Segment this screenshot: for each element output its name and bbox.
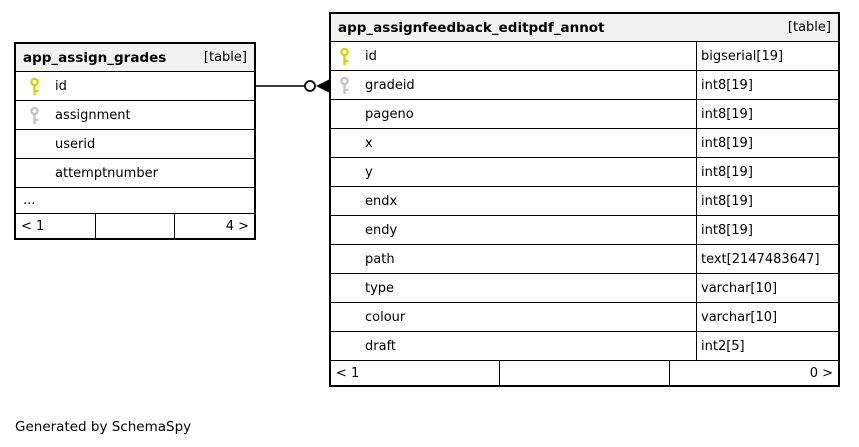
table-tag: [table] — [203, 50, 247, 65]
column-name: userid — [55, 136, 96, 152]
column-row: attemptnumber — [16, 159, 254, 188]
truncated-columns-indicator: ... — [16, 188, 254, 214]
column-type: int8[19] — [696, 216, 838, 244]
column-type: int8[19] — [696, 187, 838, 215]
column-name-cell: draft — [331, 332, 696, 360]
column-row: path text[2147483647] — [331, 245, 838, 274]
column-name-cell: pageno — [331, 100, 696, 128]
column-row: gradeid int8[19] — [331, 71, 838, 100]
generated-by-text: Generated by SchemaSpy — [15, 419, 192, 435]
table-node-app_assign_grades: app_assign_grades [table] id assignment us… — [14, 42, 256, 240]
table-name[interactable]: app_assignfeedback_editpdf_annot — [338, 19, 605, 36]
column-name: gradeid — [365, 77, 415, 93]
footer-middle-cell — [94, 214, 175, 238]
column-row: userid — [16, 130, 254, 159]
column-row: endy int8[19] — [331, 216, 838, 245]
primary-key-icon — [331, 47, 365, 66]
table-header: app_assignfeedback_editpdf_annot [table] — [331, 14, 838, 42]
column-name-cell: endy — [331, 216, 696, 244]
footer-middle-cell — [499, 361, 668, 385]
table-name[interactable]: app_assign_grades — [23, 49, 167, 66]
column-row: id — [16, 72, 254, 101]
column-type: varchar[10] — [696, 303, 838, 331]
column-name: endy — [365, 222, 398, 238]
footer-right-count: 0 > — [668, 361, 838, 385]
column-type: int8[19] — [696, 129, 838, 157]
column-name-cell: colour — [331, 303, 696, 331]
column-name-cell: attemptnumber — [16, 159, 254, 187]
column-type: varchar[10] — [696, 274, 838, 302]
column-name: pageno — [365, 106, 414, 122]
column-name: assignment — [55, 107, 131, 123]
column-row: assignment — [16, 101, 254, 130]
table-tag: [table] — [787, 20, 831, 35]
table-node-app_assignfeedback_editpdf_annot: app_assignfeedback_editpdf_annot [table]… — [329, 12, 840, 387]
column-type: text[2147483647] — [696, 245, 838, 273]
column-name: x — [365, 135, 373, 151]
column-name: draft — [365, 338, 397, 354]
column-name: id — [55, 78, 67, 94]
column-type: int8[19] — [696, 100, 838, 128]
column-type: int8[19] — [696, 71, 838, 99]
column-rows: id bigserial[19] gradeid int8[19] pageno int8… — [331, 42, 838, 361]
primary-key-icon — [16, 77, 55, 96]
footer-left-count: < 1 — [21, 218, 45, 234]
column-name-cell: y — [331, 158, 696, 186]
column-name: colour — [365, 309, 406, 325]
table-footer: < 1 0 > — [331, 361, 838, 385]
column-name: endx — [365, 193, 398, 209]
column-row: pageno int8[19] — [331, 100, 838, 129]
column-name-cell: userid — [16, 130, 254, 158]
column-name-cell: type — [331, 274, 696, 302]
column-row: y int8[19] — [331, 158, 838, 187]
column-name-cell: assignment — [16, 101, 254, 129]
column-name-cell: gradeid — [331, 71, 696, 99]
table-footer: < 1 4 > — [16, 214, 254, 238]
column-row: colour varchar[10] — [331, 303, 838, 332]
foreign-key-icon — [331, 76, 365, 95]
foreign-key-icon — [16, 106, 55, 125]
footer-left-count: < 1 — [336, 365, 360, 381]
column-type: int8[19] — [696, 158, 838, 186]
column-name-cell: id — [16, 72, 254, 100]
column-name-cell: id — [331, 42, 696, 70]
column-row: x int8[19] — [331, 129, 838, 158]
column-row: draft int2[5] — [331, 332, 838, 361]
column-type: bigserial[19] — [696, 42, 838, 70]
column-name-cell: endx — [331, 187, 696, 215]
column-row: type varchar[10] — [331, 274, 838, 303]
column-row: id bigserial[19] — [331, 42, 838, 71]
column-name-cell: path — [331, 245, 696, 273]
column-type: int2[5] — [696, 332, 838, 360]
relationship-arrowhead — [316, 79, 329, 93]
column-name-cell: x — [331, 129, 696, 157]
column-name: y — [365, 164, 373, 180]
column-name: attemptnumber — [55, 165, 158, 181]
footer-right-count: 4 > — [174, 214, 254, 238]
relationship-circle-end — [304, 80, 316, 92]
column-rows: id assignment userid attemptnumber... — [16, 72, 254, 214]
column-name: path — [365, 251, 395, 267]
column-name: type — [365, 280, 395, 296]
column-name: id — [365, 48, 377, 64]
column-row: endx int8[19] — [331, 187, 838, 216]
table-header: app_assign_grades [table] — [16, 44, 254, 72]
